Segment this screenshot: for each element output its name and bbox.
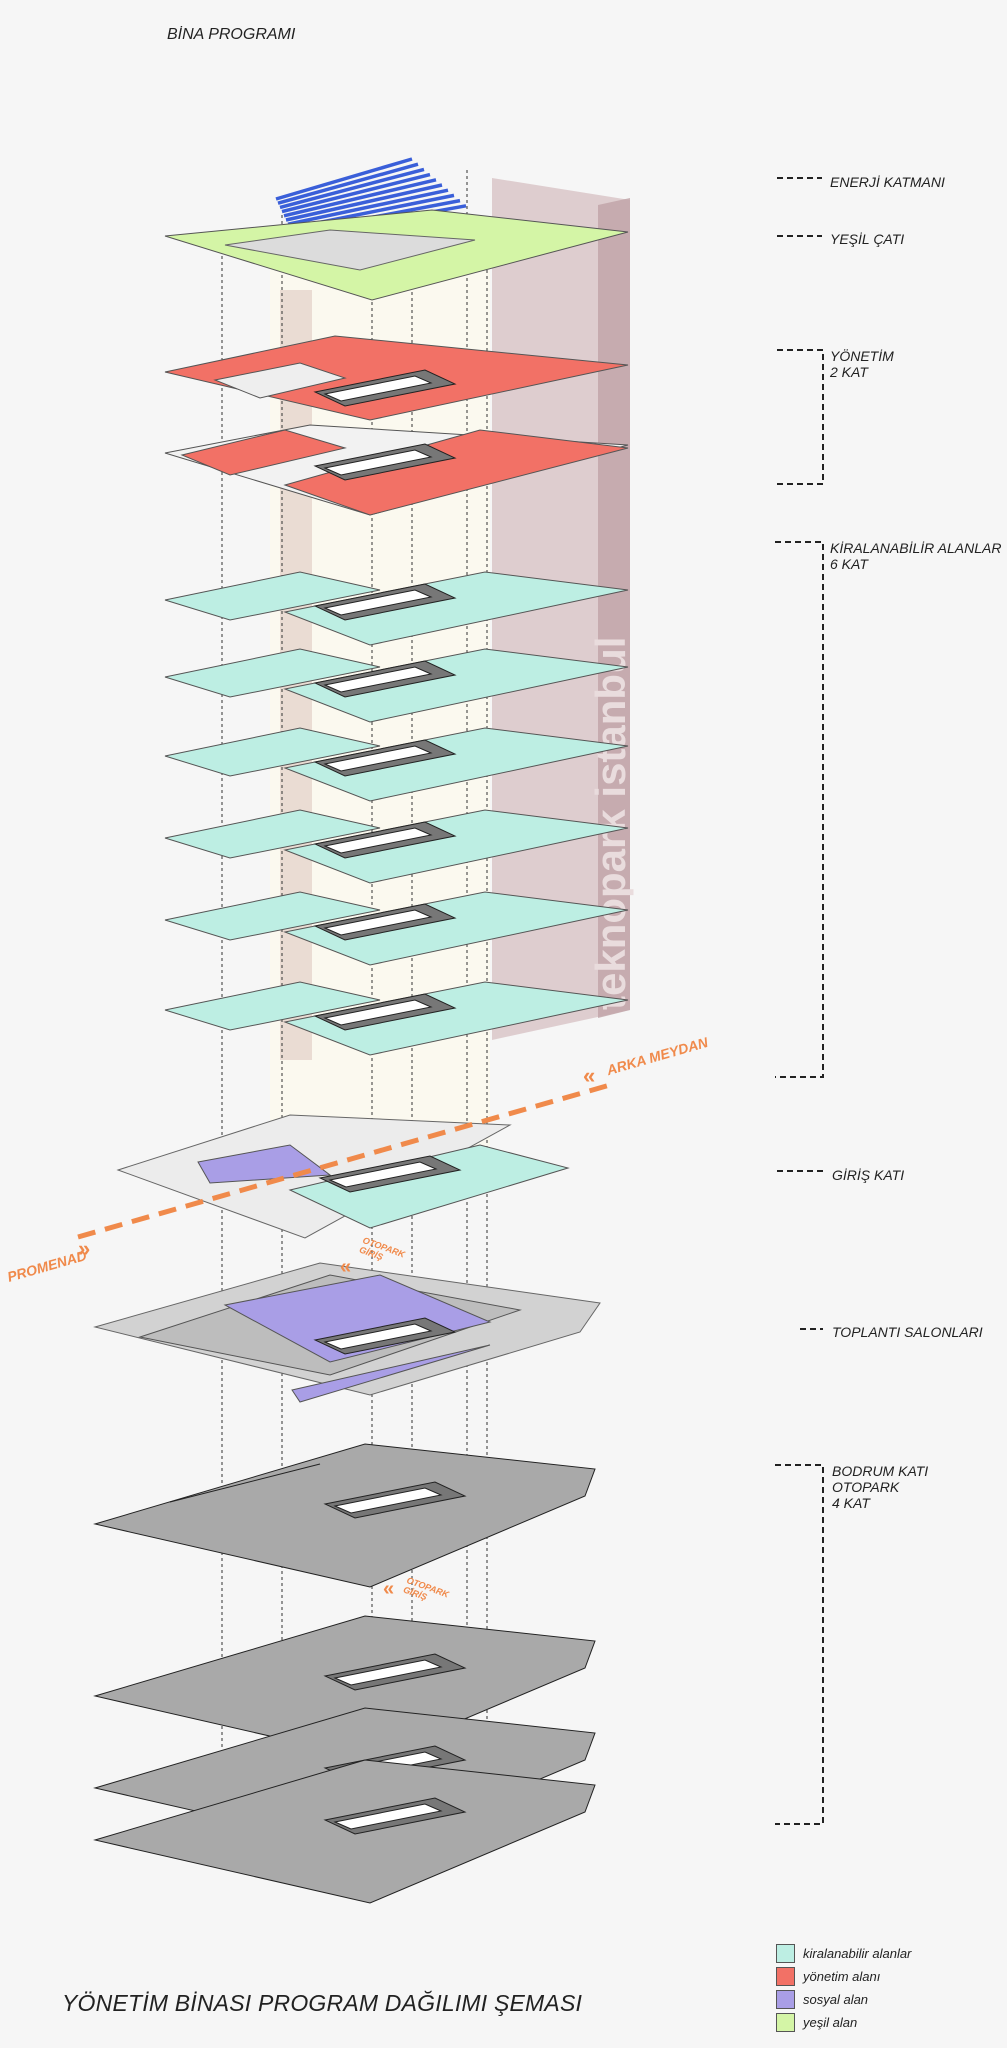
solar-panel-row [279,167,425,210]
program-brackets [775,177,824,1825]
management-floor-1-gap [213,362,347,399]
management-floor-2-core-rooms [323,449,433,476]
parking-level-1 [93,1443,596,1588]
svg-text:«: « [583,1063,595,1088]
label-entrance: GİRİŞ KATI [832,1167,905,1183]
management-floor-2-a [180,429,347,476]
solar-panel-row [285,183,443,222]
label-meeting: TOPLANTI SALONLARI [832,1324,983,1340]
entrance-core-rooms [328,1161,438,1188]
svg-text:teknopark istanbul: teknopark istanbul [587,637,634,1010]
parking-level-4-core-rooms [333,1803,443,1830]
legend-label: yönetim alanı [803,1969,881,1984]
management-floor-1-core-rooms [323,375,433,402]
rentable-floor-4-west [164,809,381,859]
svg-text:«: « [383,1578,394,1600]
watermark: teknopark istanbul [587,637,634,1010]
meeting-hall-south [291,1344,491,1403]
rentable-floor-5-core-rooms [323,909,433,936]
legend-label: kiralanabilir alanlar [803,1946,912,1961]
solar-panel-row [277,162,419,205]
promenade-axis: » « « « [77,1063,611,1600]
label-management: YÖNETİM 2 KAT [830,348,894,380]
diagram-caption: YÖNETİM BİNASI PROGRAM DAĞILIMI ŞEMASI [62,1990,583,2016]
parking-level-2-core-rooms [333,1659,443,1686]
legend-item-social: sosyal alan [776,1988,911,2011]
solar-panel-row [287,188,449,226]
legend-item-rentable: kiralanabilir alanlar [776,1942,911,1965]
meeting-floor-core-rooms [323,1323,433,1350]
legend-label: yeşil alan [803,2015,858,2030]
rentable-floor-5-west [164,891,381,941]
label-rentable: KİRALANABİLİR ALANLAR 6 KAT [830,540,1002,572]
floor-slabs [93,157,629,1904]
label-energy-layer: ENERJİ KATMANI [830,174,945,190]
solar-panel-row [281,172,431,214]
svg-text:«: « [340,1256,351,1278]
rentable-floor-1-west [164,571,381,621]
parking-level-1-ramp [169,1463,321,1503]
rentable-floor-4-core-rooms [323,827,433,854]
rentable-floor-3-west [164,727,381,777]
solar-panel-row [275,157,413,201]
rentable-floor-2-west [164,648,381,698]
rentable-floor-2-core-rooms [323,666,433,693]
diagram-title: BİNA PROGRAMI [167,26,296,43]
roof-terrace [224,229,476,271]
legend-label: sosyal alan [803,1992,869,2007]
rentable-floor-1-core-rooms [323,589,433,616]
legend: kiralanabilir alanlar yönetim alanı sosy… [776,1942,911,2034]
legend-swatch [776,2013,795,2032]
svg-text:»: » [78,1236,90,1261]
solar-panel-row [283,178,437,218]
parking-level-1-core-rooms [333,1487,443,1514]
legend-swatch [776,1990,795,2009]
rentable-floor-6-west [164,981,381,1031]
rentable-floor-6-core-rooms [323,999,433,1026]
parking-level-4 [93,1759,596,1904]
label-green-roof: YEŞİL ÇATI [830,231,905,247]
meeting-hall-main [223,1274,492,1363]
legend-item-management: yönetim alanı [776,1965,911,1988]
legend-swatch [776,1944,795,1963]
label-basement: BODRUM KATI OTOPARK 4 KAT [832,1463,929,1511]
rentable-floor-3-core-rooms [323,745,433,772]
legend-swatch [776,1967,795,1986]
legend-item-green: yeşil alan [776,2011,911,2034]
